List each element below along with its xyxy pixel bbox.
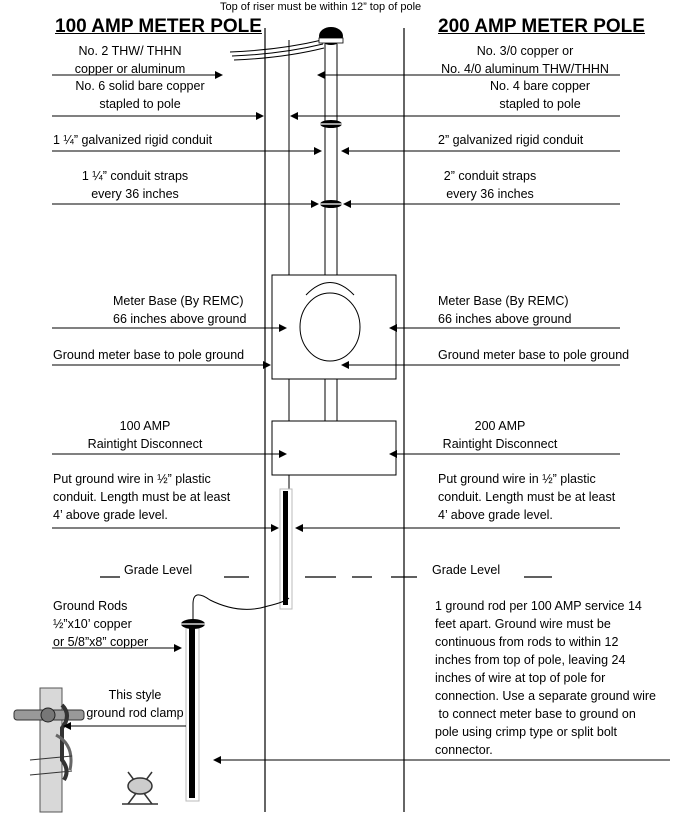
service-wire xyxy=(231,43,324,57)
right-ground-note: 1 ground rod per 100 AMP service 14 feet… xyxy=(435,599,656,757)
meter-arc xyxy=(305,282,355,296)
service-wire xyxy=(229,39,323,53)
right-grade-level-label: Grade Level xyxy=(432,563,501,577)
right-arrows xyxy=(213,71,670,764)
disconnect-box xyxy=(271,420,397,476)
heading-100-amp: 100 AMP METER POLE xyxy=(55,16,262,37)
left-ground-meter-label: Ground meter base to pole ground xyxy=(53,348,245,362)
split-bolt-icon xyxy=(122,771,158,805)
heading-200-amp: 200 AMP METER POLE xyxy=(438,16,645,37)
left-arrows xyxy=(52,71,322,652)
rod-ground-wire xyxy=(192,594,290,610)
clamp-illustration xyxy=(13,687,85,813)
top-note: Top of riser must be within 12” top of p… xyxy=(220,1,422,13)
left-grade-level-label: Grade Level xyxy=(124,563,193,577)
left-conduit-label: 1 ¼” galvanized rigid conduit xyxy=(53,133,213,147)
left-meter-base-label: Meter Base (By REMC)66 inches above grou… xyxy=(113,294,247,326)
meter-face xyxy=(299,292,361,362)
service-wire xyxy=(233,47,325,61)
right-meter-base-label: Meter Base (By REMC)66 inches above grou… xyxy=(438,294,572,326)
right-conduit-label: 2” galvanized rigid conduit xyxy=(438,133,584,147)
right-ground-meter-label: Ground meter base to pole ground xyxy=(438,348,630,362)
